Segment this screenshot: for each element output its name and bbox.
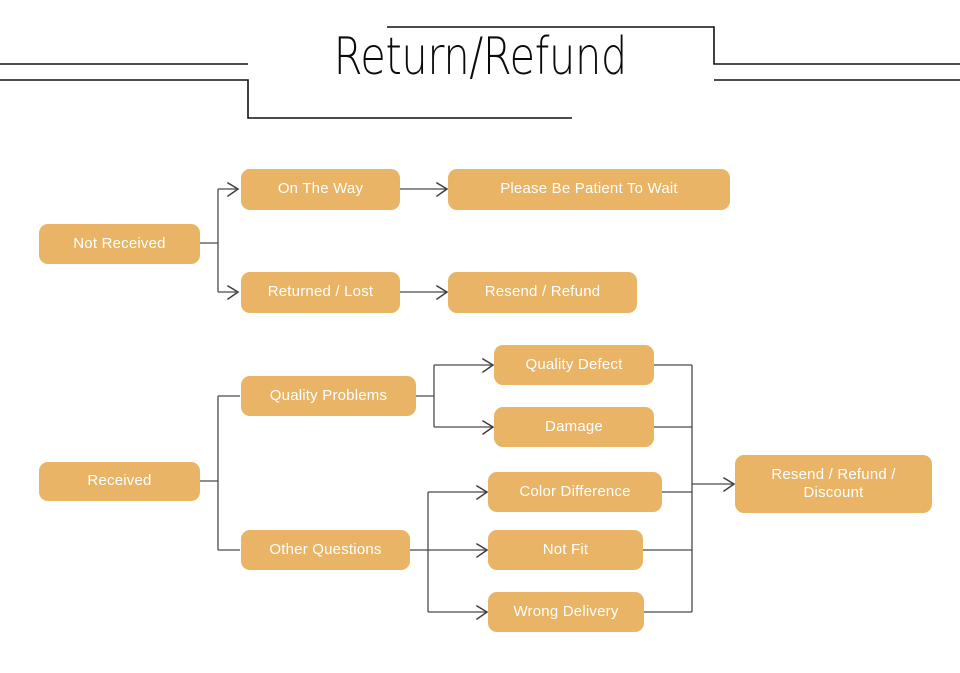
- connector-not-received-split: [200, 188, 236, 293]
- node-color-difference[interactable]: Color Difference: [488, 472, 662, 512]
- arrowhead-to-damage: [481, 419, 495, 436]
- node-not-fit-label: Not Fit: [542, 540, 589, 558]
- node-other-questions[interactable]: Other Questions: [241, 530, 410, 570]
- node-not-received-label: Not Received: [73, 234, 166, 252]
- node-on-the-way[interactable]: On The Way: [241, 169, 400, 210]
- node-not-fit[interactable]: Not Fit: [488, 530, 643, 570]
- node-returned-lost-label: Returned / Lost: [267, 283, 374, 301]
- node-other-questions-label: Other Questions: [269, 540, 382, 558]
- node-received[interactable]: Received: [39, 462, 200, 501]
- node-wrong-delivery-label: Wrong Delivery: [513, 602, 619, 620]
- node-resend-refund[interactable]: Resend / Refund: [448, 272, 637, 313]
- arrowhead-to-on-the-way: [226, 181, 240, 198]
- connector-received-split: [200, 395, 240, 551]
- node-please-be-patient-to-wait[interactable]: Please Be Patient To Wait: [448, 169, 730, 210]
- node-resend-refund-label: Resend / Refund: [484, 283, 601, 301]
- node-color-difference-label: Color Difference: [519, 482, 631, 500]
- node-damage-label: Damage: [545, 417, 603, 435]
- arrowhead-to-quality-defect: [481, 357, 495, 374]
- node-resend-refund-discount-line2: Discount: [803, 484, 864, 501]
- node-resend-refund-discount-line1: Resend / Refund /: [771, 466, 896, 483]
- arrowhead-to-not-fit: [475, 542, 489, 559]
- arrowhead-to-please-be-patient: [435, 181, 449, 198]
- node-quality-defect[interactable]: Quality Defect: [494, 345, 654, 385]
- node-quality-defect-label: Quality Defect: [525, 355, 623, 373]
- node-not-received[interactable]: Not Received: [39, 224, 200, 264]
- node-please-be-patient-to-wait-label: Please Be Patient To Wait: [500, 180, 678, 198]
- arrowhead-to-color-difference: [475, 484, 489, 501]
- connector-quality-problems-split: [416, 364, 492, 428]
- header-decoration-left: [0, 63, 572, 119]
- arrowhead-to-returned-lost: [226, 284, 240, 301]
- node-damage[interactable]: Damage: [494, 407, 654, 447]
- node-received-label: Received: [87, 472, 152, 490]
- node-wrong-delivery[interactable]: Wrong Delivery: [488, 592, 644, 632]
- node-quality-problems[interactable]: Quality Problems: [241, 376, 416, 416]
- arrowhead-to-wrong-delivery: [475, 604, 489, 621]
- arrowhead-to-resend-refund-discount: [722, 476, 736, 493]
- node-resend-refund-discount[interactable]: Resend / Refund / Discount: [735, 455, 932, 513]
- header-decoration-right: [387, 26, 960, 81]
- connector-merge-bus: [643, 364, 733, 613]
- connector-other-questions-split: [410, 491, 486, 613]
- arrowhead-to-resend-refund: [435, 284, 449, 301]
- node-returned-lost[interactable]: Returned / Lost: [241, 272, 400, 313]
- node-quality-problems-label: Quality Problems: [269, 386, 388, 404]
- node-on-the-way-label: On The Way: [277, 180, 364, 198]
